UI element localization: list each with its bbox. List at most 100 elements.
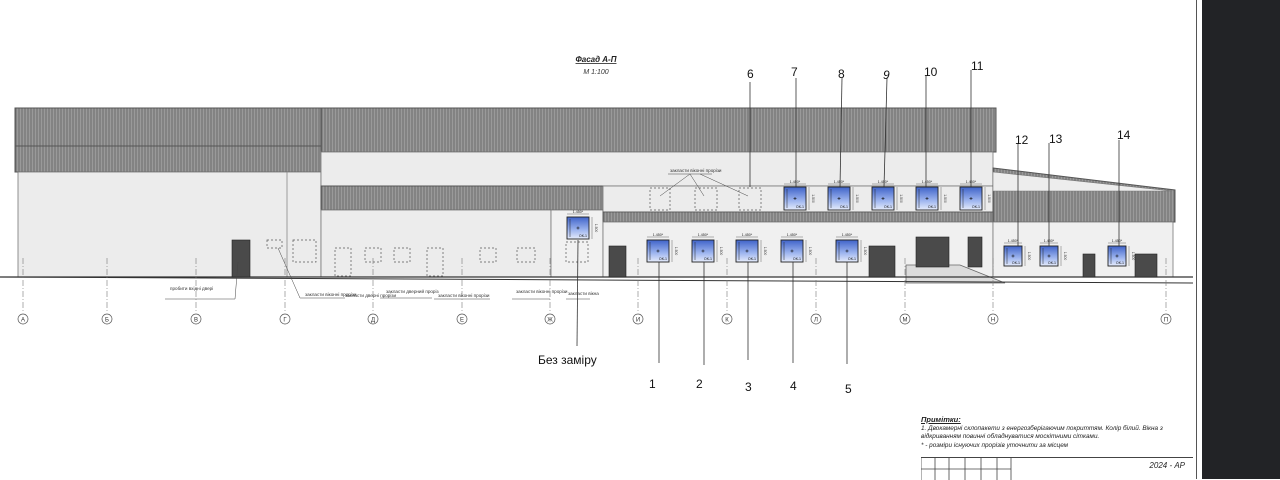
axis-label: В — [194, 318, 198, 324]
axis-label: Ж — [547, 318, 553, 324]
door — [1134, 253, 1158, 278]
title-stamp: 2024 - АР — [921, 457, 1193, 480]
windows: 1.450*1.500ОК-11.450*1.500ОК-11.450*1.50… — [566, 180, 1135, 267]
window-width-dim: 1.450* — [842, 233, 853, 237]
window-width-dim: 1.450* — [790, 180, 801, 184]
building-left — [14, 107, 322, 278]
note-existing-openings: закласти віконні прорізи — [438, 293, 490, 298]
callout-6: 6 — [747, 67, 754, 81]
window-width-dim: 1.450* — [878, 180, 889, 184]
axis-marker — [101, 313, 113, 325]
axis-marker — [456, 313, 468, 325]
window-height-dim: 1.500 — [811, 194, 815, 203]
window-height-dim: 1.500 — [1131, 252, 1135, 261]
note-upper-openings: закласти віконні прорізи — [670, 168, 722, 173]
window-width-dim: 1.450* — [834, 180, 845, 184]
callout-5: 5 — [845, 382, 852, 396]
frame-border — [1196, 0, 1197, 479]
window-height-dim: 1.500 — [763, 247, 767, 256]
window-height-dim: 1.500 — [863, 247, 867, 256]
note-windows: закласти вікна — [568, 291, 599, 296]
axis-label: П — [1164, 318, 1168, 324]
axis-marker — [810, 313, 822, 325]
callout-9: 9 — [883, 68, 890, 82]
window-mark: ОК-1 — [793, 257, 801, 261]
window-mark: ОК-1 — [1012, 261, 1020, 265]
axis-label: Е — [460, 318, 464, 324]
window-mark: ОК-1 — [1116, 261, 1124, 265]
window-width-dim: 1.450* — [787, 233, 798, 237]
doors — [231, 236, 1158, 278]
drawing-sheet: Фасад А-П М 1:100 — [0, 55, 1194, 480]
door — [231, 239, 251, 278]
window-mark: ОК-1 — [796, 205, 804, 209]
callout-7: 7 — [791, 65, 798, 79]
axis-label: А — [21, 318, 25, 324]
window-width-dim: 1.450* — [1008, 239, 1019, 243]
window-height-dim: 1.500 — [719, 247, 723, 256]
facade-title: Фасад А-П — [576, 55, 617, 64]
axis-label: Н — [991, 318, 995, 324]
callout-13: 13 — [1049, 132, 1063, 146]
window-width-dim: 1.450* — [742, 233, 753, 237]
window-height-dim: 1.500 — [1063, 252, 1067, 261]
window-mark: ОК-1 — [928, 205, 936, 209]
window-height-dim: 1.500 — [1027, 252, 1031, 261]
window-mark: ОК-1 — [848, 257, 856, 261]
note-lintel: закласти дверний проріз — [386, 288, 439, 294]
callout-1: 1 — [649, 377, 656, 391]
axis-marker — [1160, 313, 1172, 325]
notes-line-2: * - розміри існуючих прорізів уточнити з… — [921, 441, 1069, 449]
window-mark: ОК-1 — [884, 205, 892, 209]
window-width-dim: 1.450* — [573, 210, 584, 214]
axis-marker — [632, 313, 644, 325]
axis-marker — [721, 313, 733, 325]
callout-11: 11 — [971, 59, 984, 73]
axis-marker — [544, 313, 556, 325]
window-width-dim: 1.450* — [698, 233, 709, 237]
window-height-dim: 1.500 — [594, 224, 598, 233]
stamp-code: 2024 - АР — [1149, 461, 1185, 470]
note-windows-left: закласти віконні прорізи — [305, 292, 357, 297]
facade-scale: М 1:100 — [583, 69, 608, 76]
axis-label: Д — [371, 318, 375, 324]
callout-14: 14 — [1117, 128, 1131, 142]
window-height-dim: 1.500 — [674, 247, 678, 256]
callout-8: 8 — [838, 67, 845, 81]
callout-2: 2 — [696, 377, 703, 391]
window-mark: ОК-1 — [840, 205, 848, 209]
axis-label: Б — [105, 318, 109, 324]
note-doors: закласти дверні прорізи — [345, 293, 396, 298]
window-mark: ОК-1 — [1048, 261, 1056, 265]
door — [608, 245, 627, 278]
window-height-dim: 1.500 — [899, 194, 903, 203]
axis-label: М — [903, 318, 908, 324]
axis-marker — [17, 313, 29, 325]
callout-4: 4 — [790, 379, 797, 393]
door — [915, 236, 950, 268]
note-existing-windows: закласти віконні прорізи — [516, 289, 568, 294]
ground-line — [0, 276, 1194, 284]
window-width-dim: 1.450* — [653, 233, 664, 237]
axis-marker — [987, 313, 999, 325]
axis-marker — [367, 313, 379, 325]
window-height-dim: 1.500 — [943, 194, 947, 203]
window-mark: ОК-1 — [579, 234, 587, 238]
notes-line-1: 1. Двокамерні склопакети з енергозберіга… — [921, 424, 1163, 441]
notes-block: Примітки: 1. Двокамерні склопакети з ене… — [921, 415, 1191, 450]
window-width-dim: 1.450* — [1112, 239, 1123, 243]
leader-lines — [576, 70, 1120, 365]
callout-3: 3 — [745, 380, 752, 394]
axis-marker — [279, 313, 291, 325]
